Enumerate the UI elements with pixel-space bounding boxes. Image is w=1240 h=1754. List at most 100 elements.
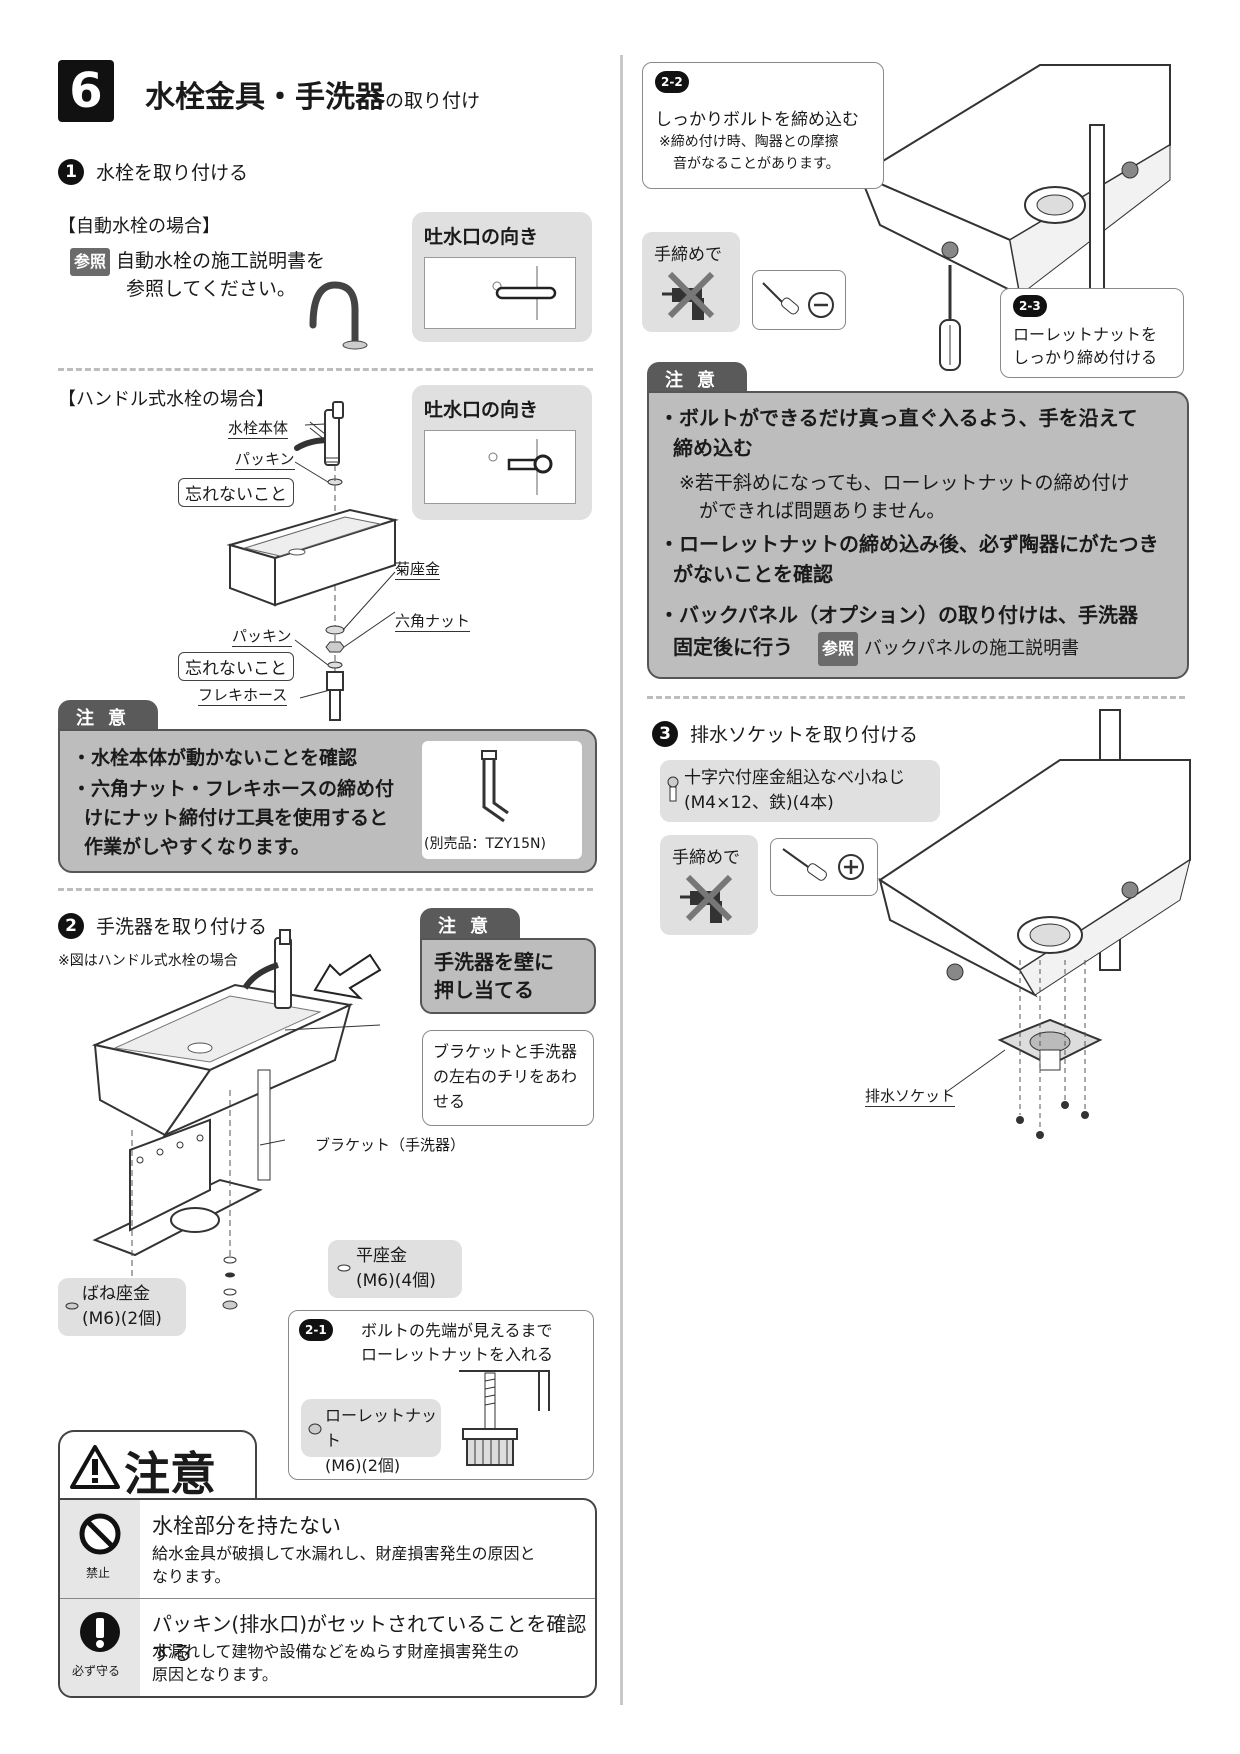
push-text: 手洗器を壁に	[434, 950, 554, 974]
step3-heading: 3 排水ソケットを取り付ける	[652, 720, 918, 747]
label-faucet-body: 水栓本体	[228, 419, 289, 439]
label-dont-forget-top: 忘れないこと	[178, 478, 294, 507]
label-hex-nut: 六角ナット	[395, 612, 471, 632]
screw-icon	[667, 776, 679, 802]
caution-tab: 注意	[647, 362, 747, 396]
warning-row2-text: 水漏れして建物や設備などをぬらす財産損害発生の	[152, 1642, 520, 1661]
basin-bracket-diagram	[91, 929, 382, 1310]
hand-tight-box: 手締めで	[642, 232, 740, 332]
divider	[58, 888, 593, 891]
label-packing-bottom: パッキン	[232, 627, 292, 647]
caution-item: ・六角ナット・フレキホースの締め付 けにナット締付け工具を使用すると 作業がしや…	[72, 778, 395, 858]
screw-callout: 十字穴付座金組込なべ小ねじ (M4×12、鉄)(4本)	[660, 760, 940, 822]
prohibited-label: 禁止	[86, 1566, 111, 1580]
label-drain-socket: 排水ソケット	[865, 1087, 956, 1107]
step2-3-callout: 2-3 ローレットナットを しっかり締め付ける	[1000, 288, 1184, 378]
warning-title: 注意	[124, 1447, 216, 1501]
prohibited-icon	[79, 1513, 121, 1555]
washer-icon	[65, 1302, 79, 1310]
step2-1-callout: 2-1 ボルトの先端が見えるまで ローレットナットを入れる ローレットナット (…	[288, 1310, 594, 1480]
knurl-nut-bolt-illustration	[459, 1370, 550, 1466]
step2-note: ※図はハンドル式水栓の場合	[58, 953, 238, 969]
caution-note: ※若干斜めになっても、ローレットナットの締め付け	[679, 472, 1130, 494]
warning-row1-title: 水栓部分を持たない	[152, 1514, 341, 1538]
bracket-align-note: ブラケットと手洗器 の左右のチリをあわ せる	[422, 1030, 594, 1126]
spout-direction-box-auto: 吐水口の向き	[412, 212, 592, 342]
basin-top-view	[424, 430, 576, 504]
warning-row2-title: パッキン(排水口)がセットされていることを確認する	[152, 1612, 587, 1665]
push-caution-box: 手洗器を壁に 押し当てる	[420, 938, 596, 1014]
step2-2-text: しっかりボルトを締め込む	[655, 110, 859, 130]
knurl-nut-callout: ローレットナット (M6)(2個)	[301, 1399, 441, 1475]
caution-item: ・バックパネル（オプション）の取り付けは、手洗器	[659, 603, 1138, 627]
section-number: 6	[69, 63, 103, 119]
right-caution-box: ・ボルトができるだけ真っ直ぐ入るよう、手を沿えて 締め込む ※若干斜めになっても…	[647, 391, 1189, 679]
step1-heading: 1 水栓を取り付ける	[58, 158, 248, 185]
basin-top-view	[424, 257, 576, 329]
substep-number: 2-1	[299, 1319, 333, 1341]
handle-faucet-header: 【ハンドル式水栓の場合】	[58, 389, 274, 410]
warning-row2-text: 原因となります。	[152, 1665, 278, 1684]
step1-number: 1	[58, 158, 84, 185]
ref-book-icon: 参照	[817, 632, 858, 666]
warning-header-tab: 注意	[58, 1430, 257, 1502]
minus-screwdriver-box	[752, 270, 846, 330]
spout-direction-box-handle: 吐水口の向き	[412, 385, 592, 520]
caution-item: ・水栓本体が動かないことを確認	[72, 747, 358, 769]
substep-number: 2-2	[655, 71, 689, 93]
nut-tool-panel: (別売品：TZY15N)	[422, 741, 582, 859]
flat-washer-callout: 平座金 (M6)(4個)	[328, 1240, 462, 1298]
substep-number: 2-3	[1013, 295, 1047, 317]
tool-caption: (別売品：TZY15N)	[424, 836, 546, 852]
faucet-exploded-diagram	[226, 401, 399, 721]
drain-socket-diagram	[878, 709, 1191, 1139]
caution-tab: 注意	[420, 908, 520, 942]
hand-tight-label: 手締めで	[672, 848, 740, 868]
label-packing-top: パッキン	[235, 450, 295, 470]
label-flexi-hose: フレキホース	[198, 686, 288, 706]
label-dont-forget-bottom: 忘れないこと	[178, 652, 294, 681]
plus-screwdriver-icon	[782, 848, 864, 881]
step3-title: 排水ソケットを取り付ける	[690, 724, 919, 746]
caution-ref-text: バックパネルの施工説明書	[863, 638, 1080, 659]
mandatory-label: 必ず守る	[72, 1664, 121, 1678]
label-bracket: ブラケット（手洗器）	[315, 1136, 466, 1154]
warning-row1-text: なります。	[152, 1567, 231, 1586]
step2-title: 手洗器を取り付ける	[96, 916, 268, 938]
spout-direction-title: 吐水口の向き	[424, 399, 539, 421]
warning-box: 禁止 水栓部分を持たない 給水金具が破損して水漏れし、財産損害発生の原因と なり…	[58, 1498, 597, 1698]
auto-faucet-header: 【自動水栓の場合】	[58, 216, 220, 237]
washer-icon	[337, 1264, 351, 1272]
nut-wrench-icon	[481, 750, 509, 823]
warning-row-divider	[60, 1598, 595, 1599]
divider	[647, 696, 1185, 699]
knurl-nut-icon	[308, 1423, 322, 1435]
spring-washer-callout: ばね座金 (M6)(2個)	[58, 1278, 186, 1336]
warning-row1-text: 給水金具が破損して水漏れし、財産損害発生の原因と	[152, 1544, 536, 1563]
mandatory-icon	[80, 1612, 120, 1652]
step2-number: 2	[58, 912, 84, 939]
no-electric-driver-icon	[680, 874, 733, 923]
divider	[58, 368, 593, 371]
plus-screwdriver-box	[770, 838, 878, 896]
caution-tab: 注意	[58, 700, 158, 734]
caution-item: ・ボルトができるだけ真っ直ぐ入るよう、手を沿えて	[659, 406, 1138, 430]
auto-faucet-ref: 参照自動水栓の施工説明書を 参照してください。	[70, 248, 325, 302]
push-text: 押し当てる	[434, 978, 534, 1002]
hand-tight-box: 手締めで	[660, 835, 758, 935]
hand-tight-label: 手締めで	[654, 245, 722, 265]
step1-title: 水栓を取り付ける	[96, 162, 249, 184]
no-electric-driver-icon	[662, 271, 715, 320]
step3-number: 3	[652, 720, 678, 747]
step1-caution-box: ・水栓本体が動かないことを確認 ・六角ナット・フレキホースの締め付 けにナット締…	[58, 729, 597, 873]
section-number-badge: 6	[58, 60, 114, 122]
warning-triangle-icon	[70, 1445, 120, 1489]
caution-item: ・ローレットナットの締め込み後、必ず陶器にがたつき	[659, 532, 1159, 556]
section-title: 水栓金具・手洗器の取り付け	[145, 80, 481, 115]
label-kiku-washer: 菊座金	[395, 560, 441, 580]
ref-book-icon: 参照	[70, 248, 111, 276]
spout-direction-title: 吐水口の向き	[424, 226, 539, 248]
step2-heading: 2 手洗器を取り付ける	[58, 912, 267, 939]
step2-2-callout: 2-2 しっかりボルトを締め込む ※締め付け時、陶器との摩擦 音がなることがあり…	[642, 62, 884, 189]
auto-faucet-illustration	[309, 281, 368, 350]
